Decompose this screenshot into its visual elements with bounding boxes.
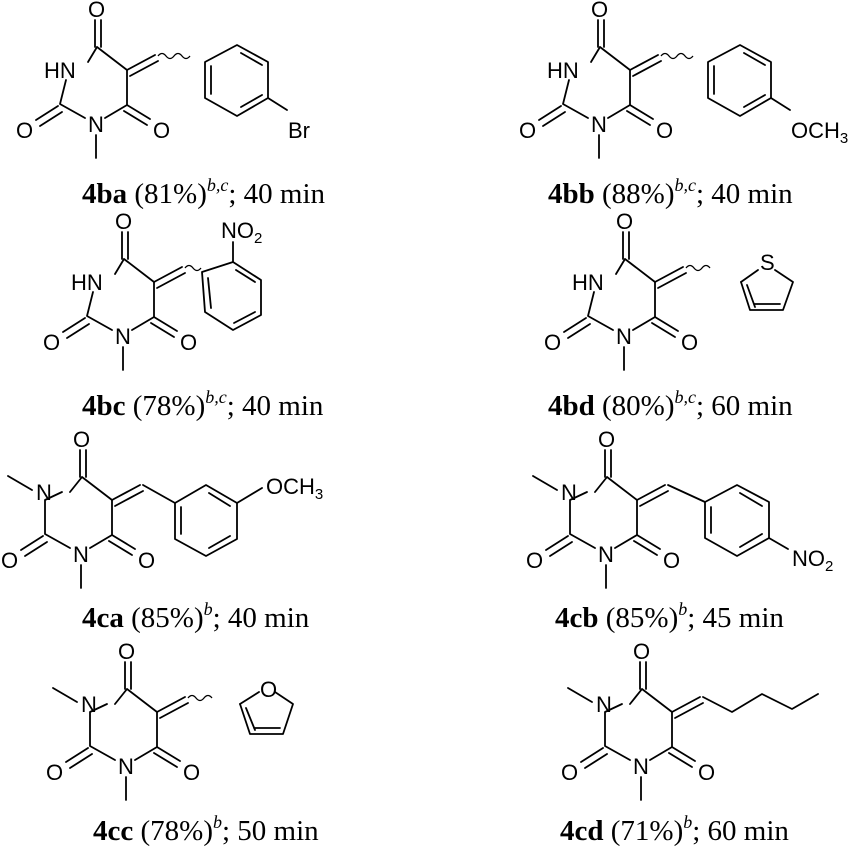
structure-4cd: O N O N O [561,639,819,801]
atom-o: O [88,0,105,22]
caption-4cd: 4cd (71%)b; 60 min [560,812,789,847]
atom-n: N [81,692,97,717]
substituent-label: NO2 [221,218,262,247]
caption-4cb: 4cb (85%)b; 45 min [555,599,784,634]
substituent-label: OCH3 [266,474,323,503]
atom-n: N [633,754,649,779]
atom-n: N [118,754,134,779]
structure-4cb: O N O N O NO2 [526,427,833,589]
atom-nh: HN [44,58,76,83]
substituent-label: NO2 [792,546,833,575]
structure-4bb: O HN O N O OCH3 [519,0,848,159]
caption-4bb: 4bb (88%)b,c; 40 min [548,175,793,210]
atom-o: O [544,330,561,355]
atom-o: O [616,209,633,234]
atom-o: O [598,427,615,452]
atom-o: O [138,548,155,573]
atom-o: O [656,118,673,143]
atom-o: O [663,548,680,573]
atom-n: N [616,324,632,349]
atom-n: N [591,112,607,137]
atom-o: O [633,639,650,664]
atom-o: O [180,330,197,355]
atom-n: N [88,112,104,137]
atom-o: O [698,760,715,785]
atom-o: O [43,330,60,355]
atom-nh: HN [547,58,579,83]
substituent-label: Br [288,118,310,143]
atom-nh: HN [572,270,604,295]
atom-o: O [73,427,90,452]
caption-4bc: 4bc (78%)b,c; 40 min [82,387,324,422]
atom-o: O [519,118,536,143]
atom-n: N [73,542,89,567]
caption-4ba: 4ba (81%)b,c; 40 min [82,175,326,210]
atom-o: O [115,209,132,234]
caption-4cc: 4cc (78%)b; 50 min [93,812,319,847]
atom-n: N [36,480,52,505]
atom-o: O [16,118,33,143]
structure-4ba: O HN O N O Br [16,0,310,159]
structure-4ca: O N O N O OCH3 [1,427,323,589]
atom-n: N [561,480,577,505]
atom-n: N [115,324,131,349]
atom-o: O [183,760,200,785]
atom-o: O [153,118,170,143]
atom-n: N [598,542,614,567]
structure-4cc: O N O N O O [46,639,294,801]
atom-o: O [118,639,135,664]
atom-o: O [46,760,63,785]
atom-n: N [596,692,612,717]
furan-oxygen-label: O [260,677,277,702]
caption-4bd: 4bd (80%)b,c; 60 min [548,387,793,422]
caption-4ca: 4ca (85%)b; 40 min [82,599,310,634]
atom-nh: HN [71,270,103,295]
sulfur-label: S [760,250,775,275]
atom-o: O [526,548,543,573]
atom-o: O [591,0,608,22]
structure-4bc: O HN O N O NO2 [43,209,262,371]
substituent-label: OCH3 [791,118,848,147]
atom-o: O [1,548,18,573]
atom-o: O [681,330,698,355]
atom-o: O [561,760,578,785]
structure-4bd: O HN O N O S [544,209,794,371]
